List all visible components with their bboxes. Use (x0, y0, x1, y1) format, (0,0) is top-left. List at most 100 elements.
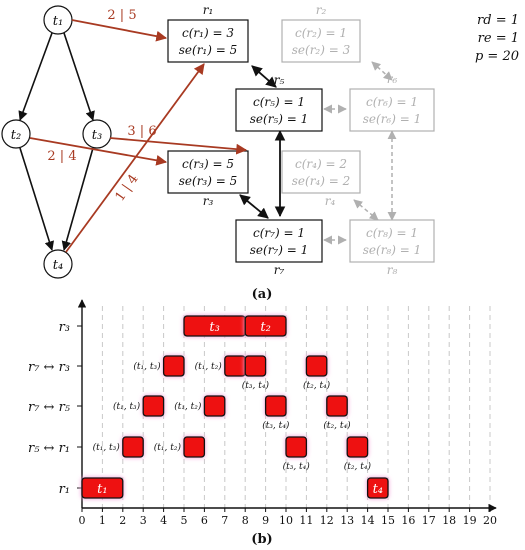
mapping-label-t1: 2 | 5 (107, 8, 136, 23)
router-name: r₁ (203, 3, 214, 17)
task-label-t3: t₃ (92, 128, 102, 143)
x-tick-label: 11 (299, 514, 313, 527)
task-block (244, 315, 287, 337)
router-se: se(r₃) = 5 (179, 174, 238, 188)
message-label: (t₃, t₄) (283, 461, 311, 472)
message-block (162, 355, 185, 377)
router-se: se(r₈) = 1 (363, 243, 422, 257)
router-c: c(r₆) = 1 (366, 95, 418, 109)
x-tick-label: 8 (242, 514, 249, 527)
x-tick-label: 13 (340, 514, 354, 527)
x-tick-label: 10 (279, 514, 293, 527)
message-block (326, 395, 348, 417)
parameters: rd = 1 re = 1 p = 20 (475, 13, 519, 64)
router-c: c(r₃) = 5 (182, 157, 234, 171)
mapping-label-t3: 3 | 6 (127, 124, 156, 139)
gantt-axes (77, 299, 497, 513)
param-rd: rd = 1 (477, 13, 519, 28)
message-block (203, 395, 226, 417)
caption-b: (b) (251, 532, 272, 547)
x-tick-label: 4 (160, 514, 167, 527)
row-label: r₇ ↔ r₃ (28, 360, 70, 375)
x-tick-label: 0 (79, 514, 86, 527)
task-node-t3: t₃ (82, 119, 112, 149)
message-label: (t₃, t₄) (242, 380, 270, 391)
router-r3: r₃ c(r₃) = 5 se(r₃) = 5 (167, 150, 249, 208)
edge-t1-t2 (18, 32, 53, 121)
router-r6: r₆ c(r₆) = 1 se(r₆) = 1 (349, 72, 435, 132)
map-t4-r1 (65, 63, 205, 253)
edge-t1-t3 (63, 32, 95, 121)
message-label: (t₁, t₃) (93, 442, 121, 453)
x-tick-label: 7 (221, 514, 228, 527)
x-tick-label: 14 (361, 514, 375, 527)
map-t1-r1 (71, 19, 168, 42)
router-r5: r₅ c(r₅) = 1 se(r₅) = 1 (235, 73, 323, 132)
row-label: r₃ (59, 320, 70, 335)
message-label: (t₁, t₃) (133, 361, 161, 372)
task-label-t1: t₁ (53, 14, 63, 29)
link-r2-r6 (371, 61, 393, 81)
message-block (244, 355, 267, 377)
router-name: r₈ (387, 263, 398, 277)
router-name: r₇ (274, 263, 285, 277)
x-tick-label: 9 (262, 514, 269, 527)
task-label-t2: t₂ (11, 128, 21, 143)
message-block (305, 355, 328, 377)
x-tick-label: 6 (201, 514, 208, 527)
router-network-panel: r₁ c(r₁) = 3 se(r₁) = 5 r₅ c(r₅) = 1 se(… (167, 3, 435, 277)
row-label: r₁ (59, 482, 70, 497)
message-label: (t₁, t₂) (174, 401, 202, 412)
message-block (142, 395, 165, 417)
router-r8: r₈ c(r₈) = 1 se(r₈) = 1 (349, 219, 435, 277)
message-block (264, 395, 287, 417)
task-block-label: t₃ (209, 320, 219, 335)
x-tick-label: 20 (483, 514, 497, 527)
link-r1-r5 (251, 65, 277, 88)
task-block-label: t₄ (373, 482, 383, 497)
message-block (122, 436, 144, 458)
x-tick-label: 12 (320, 514, 334, 527)
router-se: se(r₂) = 3 (292, 43, 351, 57)
router-se: se(r₆) = 1 (363, 112, 422, 126)
map-t2-r3 (29, 137, 168, 166)
router-c: c(r₄) = 2 (295, 157, 347, 171)
task-graph-panel: t₁ t₂ t₃ t₄ (1, 5, 112, 279)
message-label: (t₁, t₃) (113, 401, 141, 412)
mapping-label-t2: 2 | 4 (47, 149, 76, 164)
edge-t3-t4 (61, 147, 94, 251)
message-block (346, 436, 369, 458)
param-p: p = 20 (475, 49, 519, 64)
router-se: se(r₁) = 5 (179, 43, 238, 57)
task-node-t2: t₂ (1, 119, 31, 149)
router-c: c(r₅) = 1 (253, 95, 305, 109)
map-t3-r3 (109, 137, 248, 155)
message-label: (t₂, t₄) (323, 420, 351, 431)
x-tick-label: 5 (181, 514, 188, 527)
router-se: se(r₅) = 1 (250, 112, 309, 126)
router-r2: r₂ c(r₂) = 1 se(r₂) = 3 (281, 3, 361, 63)
router-c: c(r₈) = 1 (366, 226, 418, 240)
x-tick-label: 16 (401, 514, 415, 527)
router-name: r₄ (325, 194, 336, 208)
link-r4-r8 (353, 199, 379, 221)
task-label-t4: t₄ (53, 258, 63, 273)
task-block-label: t₂ (260, 320, 270, 335)
x-tick-label: 1 (99, 514, 106, 527)
edge-t2-t4 (19, 147, 54, 251)
router-c: c(r₇) = 1 (253, 226, 305, 240)
message-block (285, 436, 308, 458)
caption-a: (a) (252, 287, 273, 302)
router-name: r₆ (387, 72, 398, 86)
router-se: se(r₄) = 2 (292, 174, 351, 188)
mapping-label-t4: 1 | 4 (113, 172, 142, 205)
message-block (183, 436, 206, 458)
task-block (81, 477, 124, 499)
message-label: (t₁, t₂) (195, 361, 223, 372)
task-node-t4: t₄ (43, 249, 73, 279)
message-label: (t₂, t₄) (303, 380, 331, 391)
